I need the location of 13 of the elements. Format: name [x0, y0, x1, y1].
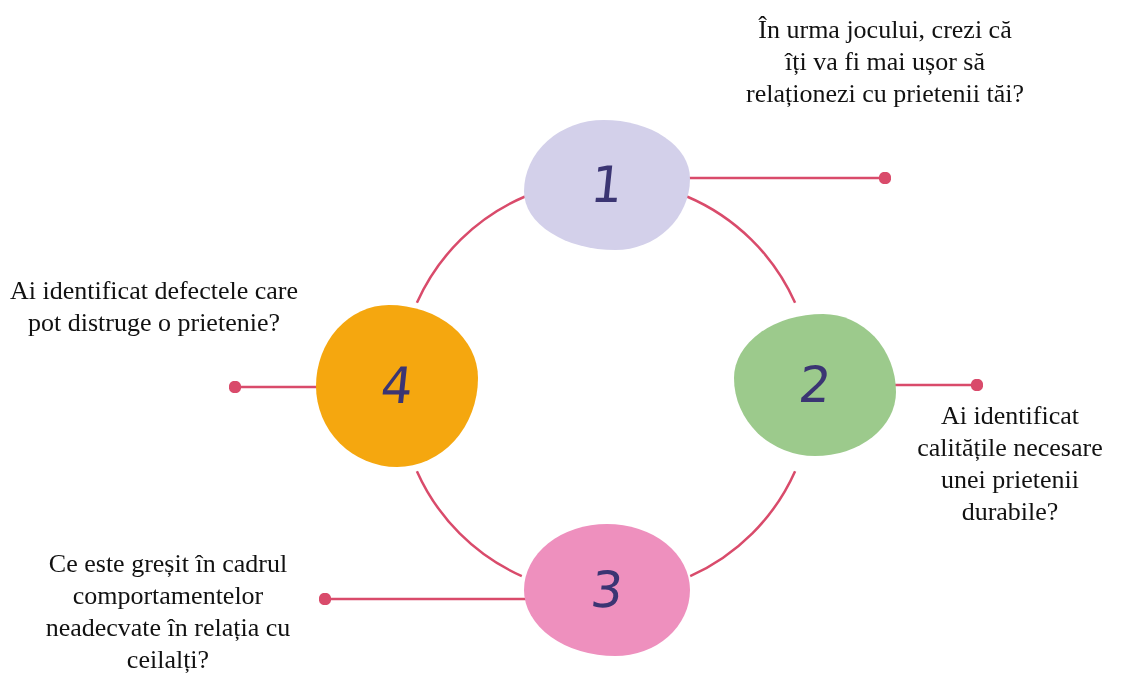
question-text: Ai identificat defectele care pot distruge o prietenie? — [4, 275, 304, 339]
ring-arc — [415, 470, 523, 578]
leader-line — [318, 592, 528, 606]
ring-arc — [689, 470, 797, 578]
question-text: În urma jocului, crezi că îți va fi mai ușor să relaționezi cu prietenii tăi? — [745, 14, 1025, 110]
ring-arc — [686, 195, 797, 304]
step-number: 4 — [378, 357, 416, 415]
ring-arc — [415, 195, 526, 304]
step-number: 3 — [588, 561, 626, 619]
step-number: 1 — [588, 156, 626, 214]
step-number: 2 — [796, 356, 834, 414]
question-text: Ai identificat calitățile necesare unei prietenii durabile? — [905, 400, 1115, 528]
question-text: Ce este greșit în cadrul comportamentelor neadecvate în relația cu ceilalți? — [18, 548, 318, 676]
